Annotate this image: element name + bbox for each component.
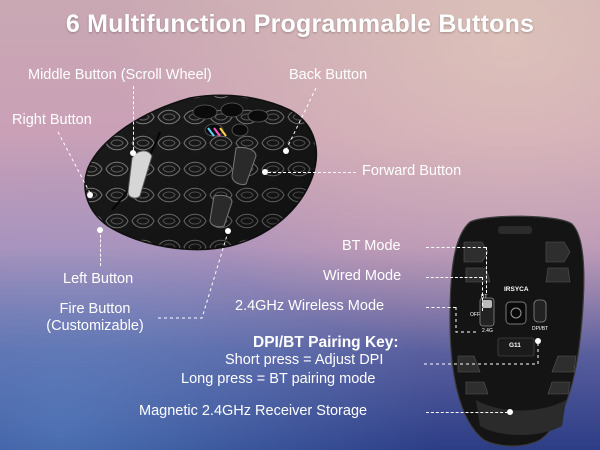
label-fire-line1: Fire Button — [59, 301, 131, 317]
leader-left — [100, 230, 101, 266]
marker-fire — [225, 228, 231, 234]
label-forward-button: Forward Button — [362, 163, 462, 179]
page-title: 6 Multifunction Programmable Buttons — [65, 10, 535, 38]
label-receiver-storage: Magnetic 2.4GHz Receiver Storage — [139, 403, 368, 419]
bottom-skate — [476, 400, 566, 435]
label-long-press: Long press = BT pairing mode — [181, 371, 376, 387]
marker-back — [283, 148, 289, 154]
label-pairing-key: DPI/BT Pairing Key: — [253, 334, 399, 351]
label-bt-mode: BT Mode — [342, 238, 401, 254]
label-short-press: Short press = Adjust DPI — [225, 352, 384, 368]
leader-forward — [268, 172, 356, 173]
marker-left — [97, 227, 103, 233]
marker-forward — [262, 169, 268, 175]
underside-model: G11 — [509, 342, 521, 349]
rgb-light — [207, 127, 227, 137]
label-right-button: Right Button — [12, 112, 92, 128]
leader-bt-mode-drop — [486, 247, 487, 293]
top-skate — [498, 226, 532, 234]
marker-receiver-storage — [507, 409, 513, 415]
label-middle-button: Middle Button (Scroll Wheel) — [28, 67, 212, 83]
label-wired-mode: Wired Mode — [323, 268, 402, 284]
dpi-button-shape — [533, 299, 547, 323]
underside-switch-off: OFF — [470, 312, 480, 318]
optical-sensor — [505, 301, 527, 325]
underside-dpi-button: DPI/BT — [532, 326, 549, 332]
leader-wired-mode — [426, 277, 482, 278]
marker-pairing-key — [535, 338, 541, 344]
underside-brand: IRSYCA — [504, 286, 529, 293]
leader-wireless-mode — [426, 307, 456, 308]
label-left-button: Left Button — [63, 271, 134, 287]
label-fire-button: Fire Button (Customizable) — [20, 301, 170, 335]
leader-receiver-storage — [426, 412, 508, 413]
leader-wired-mode-drop — [482, 277, 483, 311]
marker-right — [87, 192, 93, 198]
label-wireless-mode: 2.4GHz Wireless Mode — [235, 298, 385, 314]
underside-switch-bt: BT — [481, 294, 488, 300]
underside-switch-24g: 2.4G — [482, 328, 493, 334]
leader-bt-mode — [426, 247, 486, 248]
label-fire-line2: (Customizable) — [46, 318, 144, 334]
model-plate — [497, 337, 535, 357]
label-back-button: Back Button — [289, 67, 368, 83]
marker-middle — [130, 150, 136, 156]
leader-middle — [133, 86, 134, 150]
